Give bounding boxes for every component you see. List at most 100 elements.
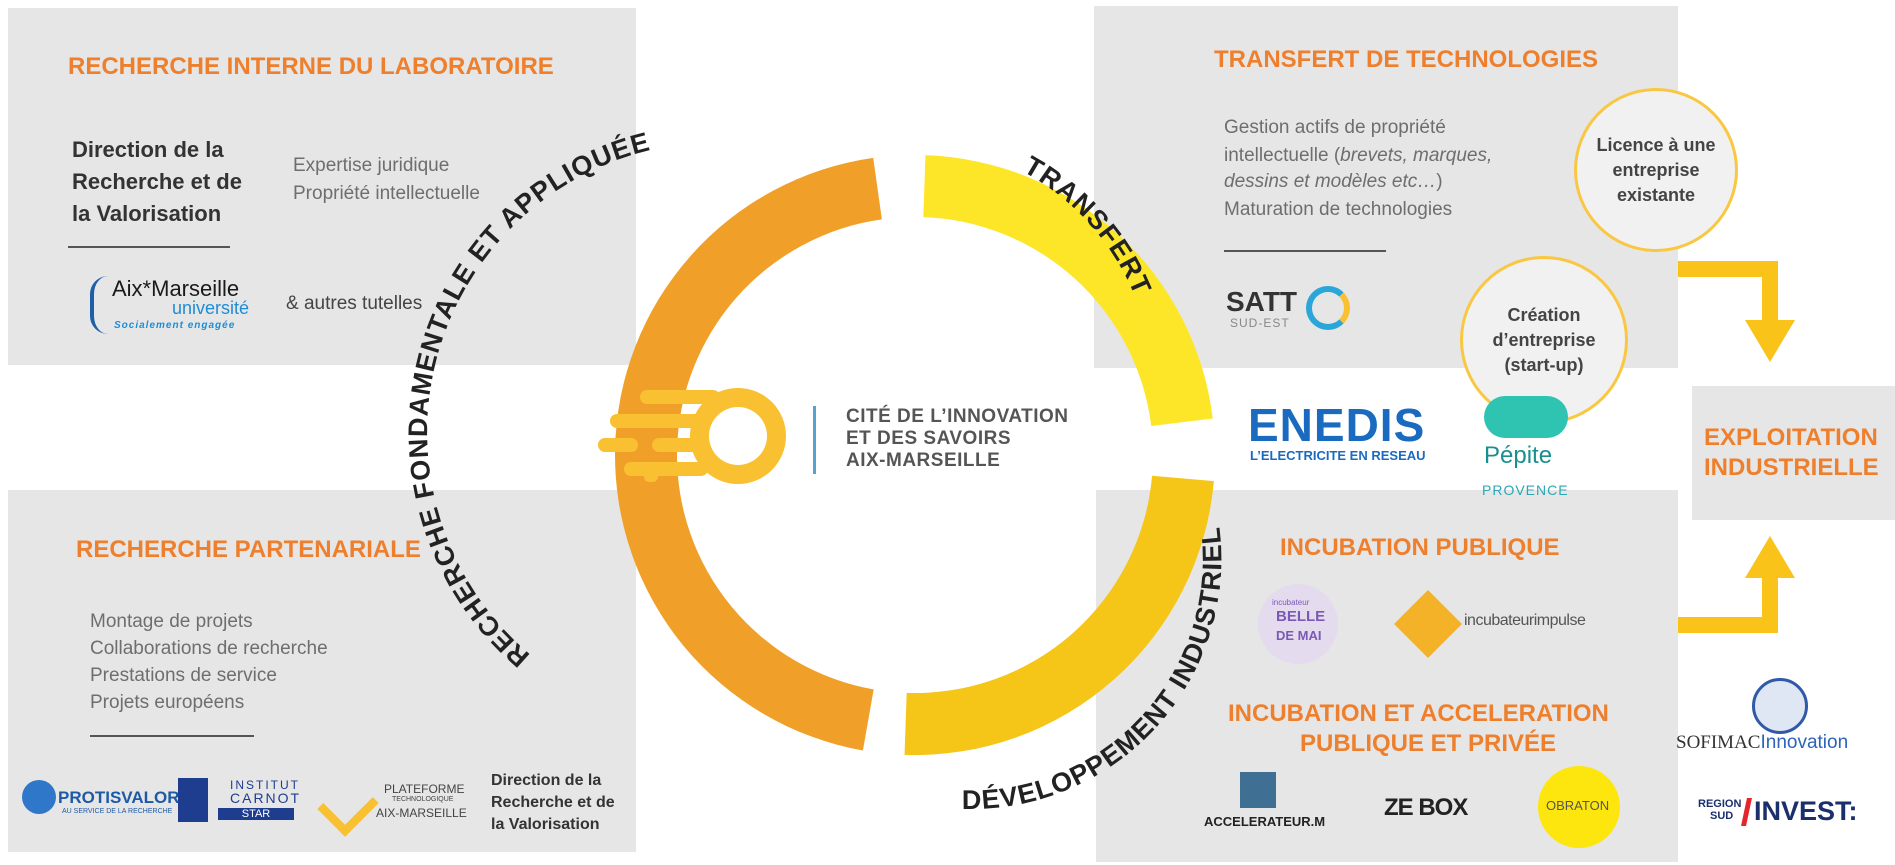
center-title-line2: ET DES SAVOIRS	[846, 428, 1012, 449]
direction-bottom-line2: Recherche et de	[491, 794, 615, 811]
sofimac-globe-icon	[1752, 678, 1808, 734]
exploitation-line1: EXPLOITATION	[1704, 424, 1878, 451]
creation-line2: d’entreprise	[1492, 329, 1596, 350]
plateforme-line2: TECHNOLOGIQUE	[392, 796, 454, 803]
partner-item-2: Collaborations de recherche	[90, 638, 328, 659]
partner-item-4: Projets européens	[90, 692, 245, 713]
plateforme-line3: AIX-MARSEILLE	[376, 806, 467, 820]
transfer-line1: Gestion actifs de propriété	[1224, 117, 1446, 138]
direction-bottom-line3: la Valorisation	[491, 816, 600, 833]
amu-logo: Aix*Marseille université Socialement eng…	[90, 274, 260, 336]
amu-logo-line3: Socialement engagée	[114, 320, 236, 331]
incubation-acceleration-line2: PUBLIQUE ET PRIVÉE	[1300, 730, 1557, 757]
pepite-sub: PROVENCE	[1482, 482, 1569, 498]
licence-line2: entreprise	[1612, 159, 1700, 180]
internal-research-title: RECHERCHE INTERNE DU LABORATOIRE	[68, 53, 554, 80]
partner-item-1: Montage de projets	[90, 611, 253, 632]
amu-bracket-icon	[90, 276, 108, 334]
accelerateur-logo: ACCELERATEUR.M	[1200, 772, 1325, 832]
obraton-logo: OBRATON	[1538, 766, 1620, 848]
sofimac-name: SOFIMAC	[1676, 732, 1761, 753]
protisvalor-logo: PROTISVALOR AU SERVICE DE LA RECHERCHE	[22, 772, 180, 824]
creation-line1: Création	[1507, 304, 1581, 325]
divider-bottom-left	[90, 735, 254, 737]
globe-icon	[22, 780, 56, 814]
check-mark-icon	[317, 775, 379, 837]
creation-text: Création d’entreprise (start-up)	[1492, 303, 1595, 378]
transfer-line2-italic: brevets, marques,	[1340, 145, 1493, 166]
plateforme-logo: PLATEFORME TECHNOLOGIQUE AIX-MARSEILLE	[314, 775, 474, 837]
transfer-line3-paren: )	[1436, 171, 1443, 192]
accelerateur-cube-icon	[1240, 772, 1276, 808]
direction-line1: Direction de la	[72, 137, 224, 162]
protisvalor-tagline: AU SERVICE DE LA RECHERCHE	[62, 808, 173, 815]
arrow-down-icon	[1678, 261, 1795, 362]
divider-top-left	[68, 246, 230, 248]
licence-line1: Licence à une	[1596, 134, 1716, 155]
divider-top-right	[1224, 250, 1386, 252]
partner-item-3: Prestations de service	[90, 665, 277, 686]
propriete-intellectuelle: Propriété intellectuelle	[293, 183, 480, 204]
transfer-line3: dessins et modèles etc…)	[1224, 168, 1443, 195]
belle-line2: BELLE	[1276, 608, 1326, 625]
transfer-line4: Maturation de technologies	[1224, 199, 1453, 220]
direction-bottom-line1: Direction de la	[491, 772, 602, 789]
impulse-arrows-icon	[1394, 590, 1462, 658]
transfer-line3-italic: dessins et modèles etc…	[1224, 171, 1437, 192]
center-title-line3: AIX-MARSEILLE	[846, 450, 1001, 471]
satt-name: SATT	[1226, 286, 1298, 317]
amu-logo-line1: Aix*Marseille	[112, 276, 240, 301]
carnot-line1: INSTITUT	[230, 778, 300, 792]
carnot-line3: STAR	[218, 808, 294, 820]
protisvalor-name: PROTISVALOR	[58, 788, 180, 807]
belle-de-mai-logo: incubateur BELLE DE MAI	[1258, 584, 1338, 664]
arrow-up-icon	[1678, 536, 1795, 633]
incubation-public-title: INCUBATION PUBLIQUE	[1280, 534, 1560, 561]
panel-industrial-exploitation	[1692, 386, 1895, 520]
technology-transfer-title: TRANSFERT DE TECHNOLOGIES	[1214, 46, 1599, 73]
expertise-juridique: Expertise juridique	[293, 155, 450, 176]
satt-logo: SATT SUD-EST	[1226, 282, 1366, 338]
sofimac-innovation: Innovation	[1760, 732, 1849, 753]
creation-line3: (start-up)	[1504, 354, 1584, 375]
region-line1: REGION	[1698, 798, 1742, 810]
region-sud-invest-logo: REGION SUD INVEST:	[1698, 796, 1888, 832]
transfer-line2-text: intellectuelle (	[1224, 145, 1341, 166]
partner-research-title: RECHERCHE PARTENARIALE	[76, 536, 421, 563]
plateforme-line1: PLATEFORME	[384, 782, 465, 796]
incubation-acceleration-line1: INCUBATION ET ACCELERATION	[1228, 700, 1609, 727]
comet-logo-icon	[598, 388, 786, 484]
licence-circle: Licence à une entreprise existante	[1574, 88, 1738, 252]
sofimac-logo: SOFIMACInnovation	[1676, 732, 1848, 754]
arc-developpement	[904, 475, 1214, 755]
direction-line3: la Valorisation	[72, 201, 222, 226]
pepite-logo: Pépite PROVENCE	[1474, 394, 1580, 504]
panel-internal-research	[8, 8, 636, 365]
impulse-logo: incubateurimpulse	[1394, 590, 1604, 658]
licence-line3: existante	[1616, 184, 1696, 205]
carnot-line2: CARNOT	[230, 790, 302, 806]
autres-tutelles: & autres tutelles	[286, 293, 423, 314]
exploitation-line2: INDUSTRIELLE	[1704, 454, 1879, 481]
belle-line3: DE MAI	[1276, 628, 1322, 643]
invest-name: INVEST:	[1754, 796, 1858, 826]
belle-line1: incubateur	[1272, 598, 1310, 607]
enedis-logo: ENEDIS L’ELECTRICITE EN RESEAU	[1248, 398, 1448, 468]
center-title-line1: CITÉ DE L’INNOVATION	[846, 406, 1069, 427]
center-divider	[813, 406, 816, 474]
accelerateur-name: ACCELERATEUR.M	[1204, 814, 1326, 829]
arc-recherche	[615, 157, 882, 751]
amu-logo-line2: université	[172, 298, 250, 318]
satt-sub: SUD-EST	[1230, 316, 1290, 330]
arc-recherche-label: RECHERCHE FONDAMENTALE ET APPLIQUÉE	[403, 126, 653, 673]
direction-line2: Recherche et de	[72, 169, 242, 194]
region-line2: SUD	[1710, 810, 1734, 822]
transfer-line2: intellectuelle (brevets, marques,	[1224, 142, 1492, 169]
institut-carnot-logo: INSTITUT CARNOT STAR	[178, 778, 299, 826]
region-slash-icon	[1741, 798, 1752, 826]
satt-ring-icon	[1306, 286, 1350, 330]
pepite-name: Pépite	[1484, 442, 1553, 469]
obraton-name: OBRATON	[1546, 798, 1610, 813]
carnot-mark-icon	[178, 778, 208, 822]
